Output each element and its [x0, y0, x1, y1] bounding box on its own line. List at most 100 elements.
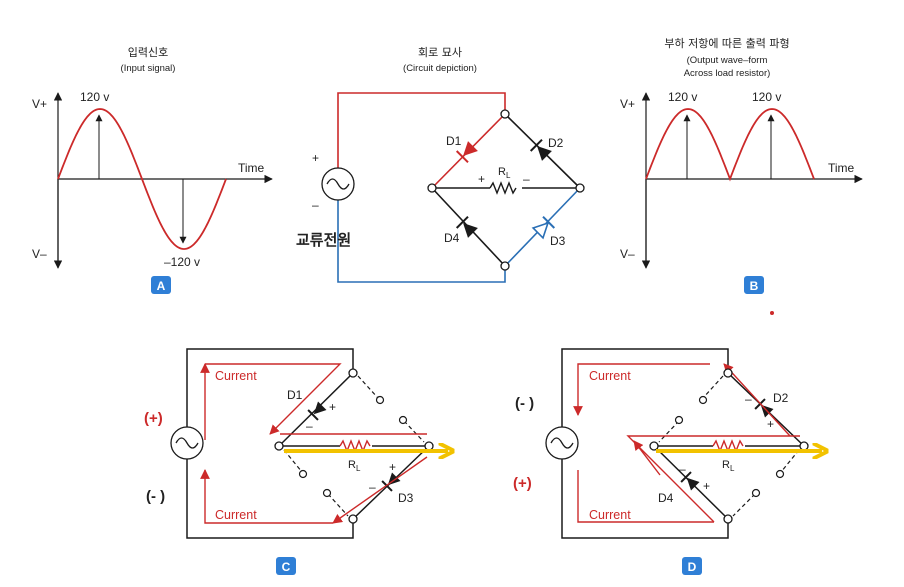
panel-c-d4-open — [283, 449, 303, 473]
panel-c-d1-plus: + — [329, 400, 336, 414]
panel-a-title-en: (Input signal) — [121, 63, 176, 74]
panel-c-d4-open-2 — [327, 493, 349, 517]
panel-d-bottom-polarity: (+) — [513, 475, 532, 492]
panel-d-open-node-1 — [698, 395, 708, 405]
panel-d-d2-plus: + — [767, 417, 774, 431]
panel-d-open-node-3 — [775, 469, 785, 479]
panel-d-node-right — [799, 441, 809, 451]
panel-d-negative-half-cycle: (- ) (+) Current Current D2 D4 – + – + R… — [513, 348, 822, 575]
panel-b-badge-label: B — [750, 279, 759, 293]
panel-d-badge-label: D — [688, 560, 697, 574]
panel-d-current-load-arrow — [633, 440, 661, 476]
panel-c-badge-label: C — [282, 560, 291, 574]
panel-d-bottom-wire — [561, 459, 729, 539]
panel-c-bottom-polarity: (- ) — [146, 488, 165, 505]
panel-c-current-bottom-label: Current — [215, 508, 257, 522]
panel-d-d1-open-2 — [658, 420, 680, 443]
panel-c-d1-label: D1 — [287, 388, 303, 402]
panel-b-v-minus: V– — [620, 247, 635, 261]
panel-c-d3-label: D3 — [398, 491, 414, 505]
panel-c-top-wire — [186, 348, 354, 427]
diode-d3-icon — [531, 215, 556, 240]
panel-d-current-bottom-label: Current — [589, 508, 631, 522]
panel-d-node-bottom — [723, 514, 733, 524]
panel-c-d3-plus: + — [389, 460, 396, 474]
panel-d-d4-plus: + — [703, 479, 710, 493]
panel-a-v-plus: V+ — [32, 97, 47, 111]
panel-c-open-node-4 — [322, 488, 332, 498]
panel-b-title-en-1: (Output wave–form — [687, 55, 768, 66]
panel-d-rl-label: RL — [722, 459, 735, 473]
panel-c-d2-open — [357, 375, 379, 399]
panel-c-current-bottom-path — [200, 469, 333, 524]
circuit-source-minus: – — [312, 198, 319, 212]
panel-b-output-waveform: 부하 저항에 따른 출력 파형 (Output wave–form Across… — [620, 36, 863, 294]
load-resistor-icon — [489, 181, 517, 195]
panel-c-d1-minus: – — [306, 419, 313, 433]
panel-c-d2-open-2 — [403, 420, 425, 443]
panel-d-d4-minus: – — [679, 462, 686, 476]
bridge-node-bottom — [500, 261, 510, 271]
panel-c-positive-half-cycle: (+) (- ) Current Current D1 D3 + – + – R… — [144, 348, 448, 575]
panel-c-top-polarity: (+) — [144, 410, 163, 427]
panel-b-rectified-wave — [645, 108, 815, 182]
panel-d-current-top-path — [573, 363, 710, 416]
panel-a-badge-label: A — [157, 279, 166, 293]
bridge-node-top — [500, 109, 510, 119]
panel-d-d2-label: D2 — [773, 391, 789, 405]
panel-b-time-label: Time — [828, 161, 855, 175]
panel-b-title-ko: 부하 저항에 따른 출력 파형 — [664, 36, 789, 50]
panel-d-top-wire — [561, 348, 729, 427]
panel-c-bottom-wire — [186, 459, 354, 539]
panel-c-node-right — [424, 441, 434, 451]
bridge-node-right — [575, 183, 585, 193]
panel-circuit-depiction: 회로 묘사 (Circuit depiction) + – 교류전원 — [296, 46, 585, 283]
circuit-d1-label: D1 — [446, 134, 462, 148]
panel-a-sine-wave — [57, 108, 227, 250]
panel-a-peak-pos: 120 v — [80, 90, 109, 104]
panel-d-node-left — [649, 441, 659, 451]
red-dot-mark — [770, 311, 774, 315]
panel-d-d2-minus: – — [745, 392, 752, 406]
panel-b-peak-2: 120 v — [752, 90, 781, 104]
circuit-top-wire — [337, 92, 506, 168]
panel-c-current-top-path — [205, 363, 342, 435]
panel-c-node-left — [274, 441, 284, 451]
panel-b-peak-1: 120 v — [668, 90, 697, 104]
ac-source-wave-icon — [326, 178, 350, 190]
panel-a-peak-neg: –120 v — [164, 255, 200, 269]
panel-d-d3-open-2 — [732, 493, 756, 517]
panel-c-current-return-path — [332, 456, 428, 524]
panel-c-diode-d1-icon — [307, 401, 327, 421]
panel-c-d3-minus: – — [369, 480, 376, 494]
bridge-node-left — [427, 183, 437, 193]
panel-c-ac-wave-icon — [175, 437, 199, 449]
panel-d-open-node-2 — [674, 415, 684, 425]
circuit-title-en: (Circuit depiction) — [403, 63, 477, 74]
panel-c-open-node-2 — [398, 415, 408, 425]
panel-b-title-en-2: Across load resistor) — [684, 68, 771, 79]
ac-source-label-ko: 교류전원 — [296, 231, 351, 249]
circuit-d4-label: D4 — [444, 231, 460, 245]
circuit-source-plus: + — [312, 151, 319, 165]
panel-d-current-top-label: Current — [589, 369, 631, 383]
circuit-d2-label: D2 — [548, 136, 564, 150]
panel-b-v-plus: V+ — [620, 97, 635, 111]
panel-a-time-label: Time — [238, 161, 265, 175]
panel-a-title-ko: 입력신호 — [128, 46, 168, 59]
panel-c-open-node-3 — [298, 469, 308, 479]
panel-d-current-load-path — [626, 435, 800, 523]
panel-d-node-top — [723, 368, 733, 378]
panel-c-badge — [276, 557, 296, 575]
panel-c-rl-label: RL — [348, 459, 361, 473]
circuit-rl-label: RL — [498, 166, 511, 180]
circuit-bottom-wire — [337, 200, 506, 283]
panel-c-node-top — [348, 368, 358, 378]
panel-d-d4-label: D4 — [658, 491, 674, 505]
circuit-title-ko: 회로 묘사 — [418, 46, 462, 59]
panel-a-v-minus: V– — [32, 247, 47, 261]
panel-c-current-top-label: Current — [215, 369, 257, 383]
circuit-rl-minus: – — [523, 172, 530, 186]
panel-c-node-bottom — [348, 514, 358, 524]
